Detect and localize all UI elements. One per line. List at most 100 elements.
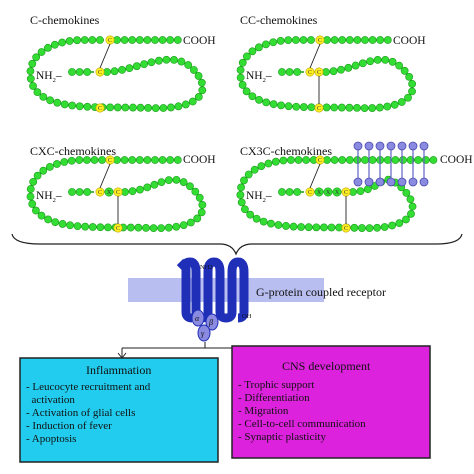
lipid-head [375,141,385,151]
amino-acid-bead [126,223,135,232]
amino-acid-bead [358,59,367,68]
amino-acid-bead [44,215,52,224]
amino-acid-bead [358,224,366,232]
amino-acid-bead [98,156,106,164]
amino-acid-bead [53,98,62,107]
amino-acid-bead [327,223,336,232]
amino-acid-bead [297,223,306,231]
amino-acid-bead [284,36,293,45]
amino-acid-bead [404,93,412,102]
amino-acid-bead [375,103,384,112]
lipid-head [375,177,385,187]
amino-acid-bead [271,157,280,166]
amino-acid-bead [32,53,41,62]
amino-acid-bead [143,36,152,44]
amino-acid-bead [50,40,59,49]
lipid-head [364,141,374,151]
motif-residue [314,187,324,197]
amino-acid-bead [166,156,175,164]
amino-acid-bead [88,36,97,44]
amino-acid-bead [238,58,247,67]
amino-acid-bead [246,210,255,219]
amino-acid-bead [186,182,194,191]
amino-acid-bead [388,57,397,66]
amino-acid-bead [361,36,369,44]
amino-acid-bead [142,223,150,232]
amino-acid-bead [421,156,430,164]
amino-acid-bead [240,205,249,214]
amino-acid-bead [191,187,200,196]
amino-acid-bead [351,61,360,70]
inflammation-item-4: - Induction of fever [26,420,112,432]
lipid-head [408,141,418,151]
cxc-cooh-label: COOH [183,154,216,166]
amino-acid-bead [162,55,171,64]
amino-acid-bead [151,156,159,164]
amino-acid-bead [320,223,328,232]
amino-acid-bead [96,223,105,232]
amino-acid-bead [269,38,278,47]
amino-acid-bead [67,156,76,165]
amino-acid-bead [118,65,126,74]
amino-acid-bead [307,103,316,112]
beta-label: β [208,318,213,327]
amino-acid-bead [312,223,321,232]
amino-acid-bead [53,160,61,168]
g-alpha-subunit [191,309,205,327]
motif-residue-letter: C [98,190,102,196]
amino-acid-bead [414,156,423,164]
amino-acid-bead [157,178,166,187]
motif-residue-letter: C [98,70,102,76]
amino-acid-bead [236,191,245,199]
amino-acid-bead [128,187,137,196]
receptor-nh2-label: NH2 [200,264,213,271]
amino-acid-bead [345,156,354,164]
gamma-label: γ [201,329,205,338]
inflammation-box [19,357,219,463]
amino-acid-bead [278,68,286,76]
amino-acid-bead [60,100,69,109]
amino-acid-bead [195,193,204,202]
amino-acid-bead [164,176,173,185]
amino-acid-bead [345,36,354,44]
cns-item-3: - Migration [238,405,289,417]
amino-acid-bead [39,166,48,175]
amino-acid-bead [264,159,273,168]
amino-acid-bead [157,224,166,232]
amino-acid-bead [368,36,377,44]
amino-acid-bead [337,65,345,74]
amino-acid-bead [197,78,206,87]
amino-acid-bead [259,217,268,226]
amino-acid-bead [167,103,175,112]
cx3c-cooh-label: COOH [440,154,473,166]
amino-acid-bead [284,102,293,111]
motif-residue-letter: X [317,190,322,196]
amino-acid-bead [172,175,181,184]
g-protein: α β γ [191,309,219,342]
amino-acid-bead [262,40,270,49]
amino-acid-bead [37,48,46,56]
amino-acid-bead [60,158,69,166]
amino-acid-bead [158,156,167,164]
amino-acid-bead [135,36,144,44]
amino-acid-bead [361,156,369,164]
amino-acid-bead [134,223,143,232]
lipid-head [419,141,429,151]
amino-acid-bead [330,36,339,44]
amino-acid-bead [73,36,82,45]
amino-acid-bead [294,156,303,164]
amino-acid-bead [376,36,385,44]
amino-acid-bead [143,156,152,164]
amino-acid-bead [304,223,313,232]
amino-acid-bead [88,223,97,231]
cysteine-lower-letter: C [98,106,102,112]
amino-acid-bead [197,208,206,217]
disulfide-bond [309,163,321,189]
amino-acid-bead [255,95,263,104]
amino-acid-bead [408,79,417,88]
cns-item-1: - Trophic support [238,379,314,391]
cysteine-lower-letter: C [344,226,348,232]
amino-acid-bead [147,58,156,67]
amino-acid-bead [110,67,119,76]
